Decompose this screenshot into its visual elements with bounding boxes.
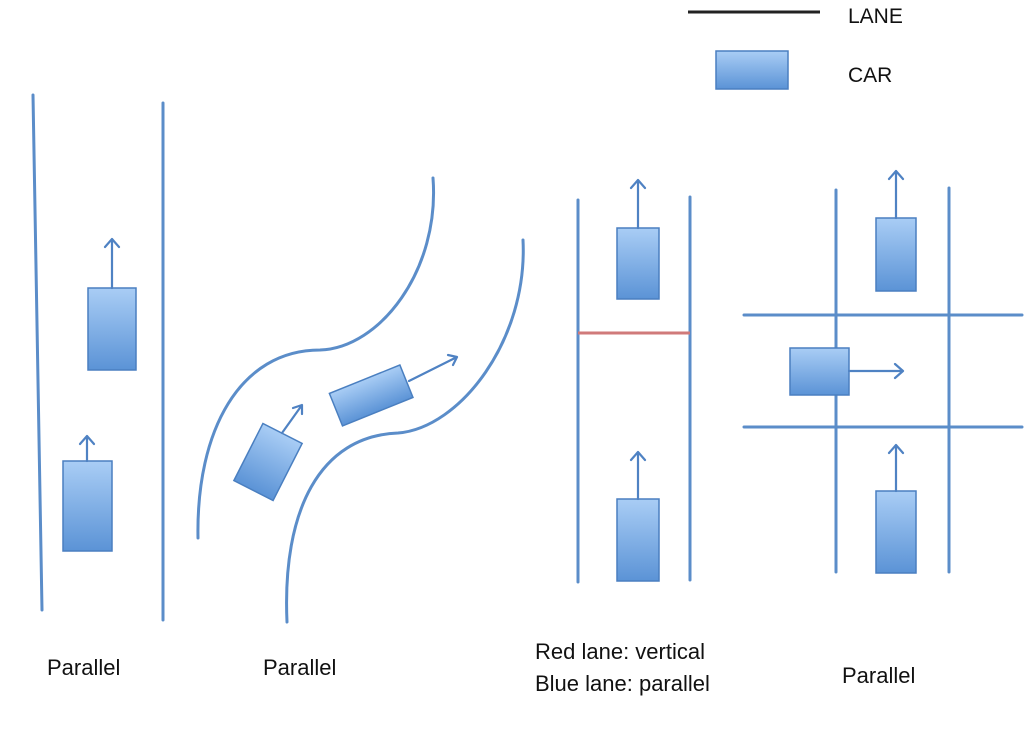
panel-2-car-lower-arrow [280,403,304,435]
panel-3-car-lower [616,498,660,582]
panel-3-caption-line-1: Red lane: vertical [535,639,705,664]
panel-4-car-bottom [875,490,917,574]
panel-4-grid-lanes: Parallel [742,169,1024,688]
legend-car-swatch [715,50,789,90]
panel-4-car-top [875,217,917,292]
panel-3-car-lower-arrow [629,450,647,501]
panel-2-lane-right [285,238,525,624]
panel-1-caption: Parallel [47,655,120,680]
panel-4-car-middle-arrow [847,362,905,380]
legend-lane-label: LANE [848,5,903,28]
panel-3-car-upper-arrow [629,178,647,230]
panel-3-mixed-lanes: Red lane: vertical Blue lane: parallel [535,178,710,696]
legend-car-label: CAR [848,64,892,87]
panel-1-straight-lanes: Parallel [31,93,165,680]
panel-1-car-upper-arrow [103,237,121,290]
panel-3-caption-line-2: Blue lane: parallel [535,671,710,696]
panel-2-curved-lanes: Parallel [196,176,525,680]
panel-2-car-lower [232,422,304,502]
panel-2-lane-left [196,176,436,540]
panel-4-car-middle [789,347,850,396]
panel-2-car-upper [328,364,414,427]
legend: LANE CAR [688,5,903,90]
panel-1-car-upper [87,287,137,371]
panel-1-lane-left [31,93,44,612]
panel-4-car-top-arrow [887,169,905,220]
panel-4-caption: Parallel [842,663,915,688]
panel-2-caption: Parallel [263,655,336,680]
panel-4-car-bottom-arrow [887,443,905,493]
panel-2-car-upper-arrow [407,353,459,383]
panel-1-car-lower-arrow [78,434,96,463]
panel-1-car-lower [62,460,113,552]
panel-3-car-upper [616,227,660,300]
